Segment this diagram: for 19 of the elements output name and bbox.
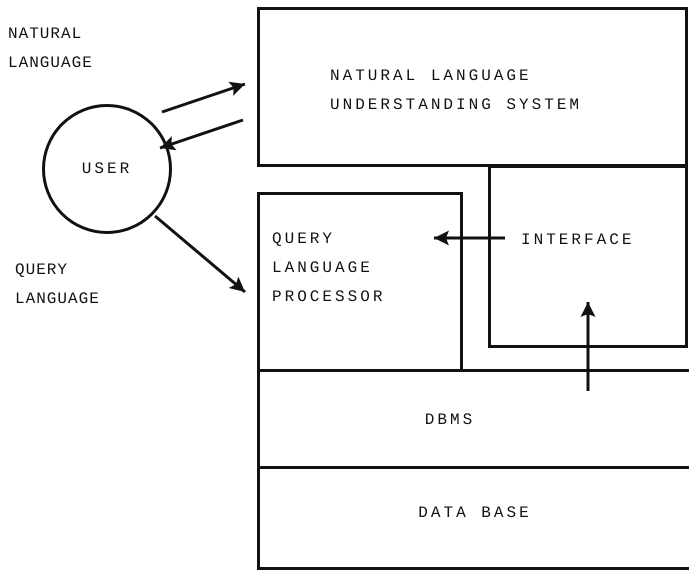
- arrow: [580, 302, 596, 391]
- side-label: NATURAL LANGUAGE: [8, 24, 94, 74]
- node-label: QUERY LANGUAGE PROCESSOR: [272, 229, 386, 308]
- process-box: [257, 7, 688, 167]
- process-box: [257, 369, 689, 469]
- arrow: [160, 118, 244, 150]
- node-label: USER: [82, 158, 132, 180]
- node-label: NATURAL LANGUAGE UNDERSTANDING SYSTEM: [330, 66, 584, 116]
- node-label: INTERFACE: [521, 230, 636, 251]
- arrow: [162, 82, 246, 114]
- process-box: [257, 466, 689, 570]
- node-label: DATA BASE: [417, 503, 533, 524]
- arrow: [154, 214, 246, 294]
- arrow: [434, 230, 505, 246]
- process-box: [488, 165, 688, 348]
- user-circle: [42, 104, 172, 234]
- side-label: QUERY LANGUAGE: [15, 260, 101, 310]
- process-box: [257, 192, 463, 372]
- node-label: DBMS: [424, 410, 476, 431]
